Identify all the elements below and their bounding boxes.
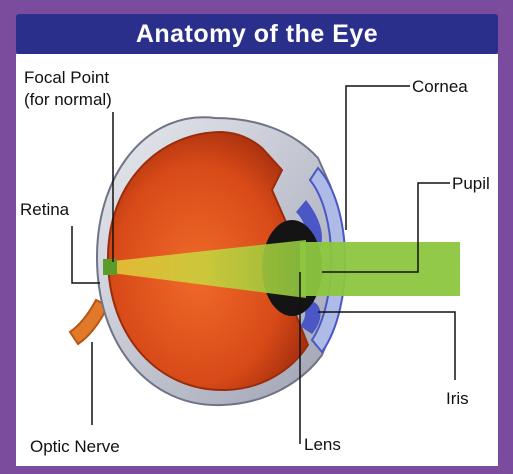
cornea-leader — [346, 86, 410, 230]
retina-leader — [72, 226, 100, 283]
label-pupil: Pupil — [452, 174, 490, 193]
label-optic-nerve: Optic Nerve — [30, 437, 120, 456]
focal-point-marker — [103, 259, 117, 275]
light-beam-outer — [300, 242, 460, 296]
label-iris: Iris — [446, 389, 469, 408]
label-retina: Retina — [20, 200, 70, 219]
iris-leader — [318, 312, 455, 380]
label-lens: Lens — [304, 435, 341, 454]
label-focal-point: Focal Point — [24, 68, 109, 87]
label-focal-point-note: (for normal) — [24, 90, 112, 109]
label-cornea: Cornea — [412, 77, 468, 96]
